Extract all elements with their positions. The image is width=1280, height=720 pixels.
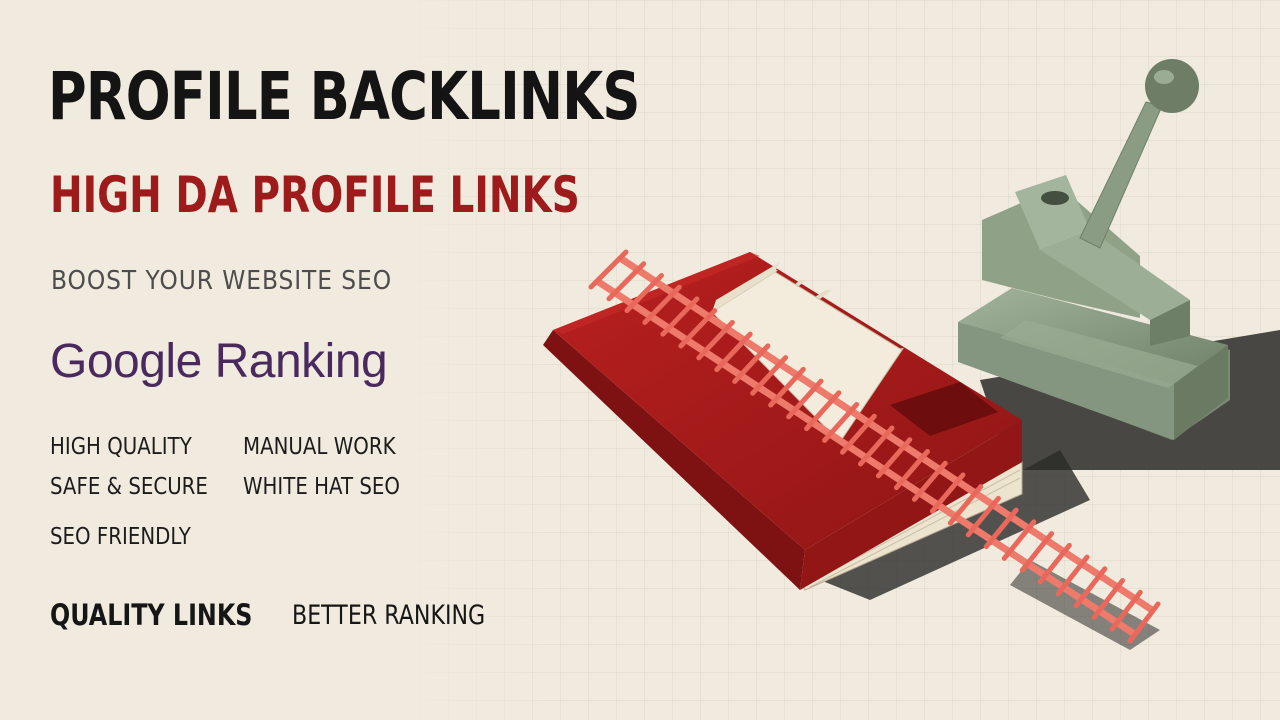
track-tie — [786, 378, 824, 420]
track-tie — [1127, 601, 1161, 644]
track-tie — [858, 425, 895, 467]
illustration — [543, 59, 1280, 650]
track-tie — [1001, 519, 1037, 561]
feature-manual-work: MANUAL WORK — [243, 434, 396, 460]
track-tie — [624, 272, 664, 314]
tagline: BOOST YOUR WEBSITE SEO — [51, 266, 393, 296]
track-tie — [1091, 578, 1126, 620]
track-tie — [965, 495, 1001, 538]
railway-track-icon — [588, 249, 1161, 644]
track-tie — [606, 261, 647, 302]
track-tie — [911, 460, 948, 502]
track-tie — [1037, 542, 1072, 585]
track-tie — [696, 319, 735, 361]
track-tie — [929, 472, 966, 514]
track-tie — [714, 331, 753, 373]
footer-better-ranking: BETTER RANKING — [292, 600, 486, 631]
index-cards-icon — [711, 262, 904, 443]
feature-high-quality: HIGH QUALITY — [50, 434, 192, 460]
track-tie — [750, 355, 789, 396]
track-tie — [678, 308, 718, 349]
google-ranking-text: Google Ranking — [50, 335, 388, 388]
track-tie — [804, 390, 842, 432]
track-tie — [660, 296, 700, 337]
track-tie — [893, 448, 930, 491]
footer-quality-links: QUALITY LINKS — [50, 598, 253, 632]
feature-safe-secure: SAFE & SECURE — [50, 474, 208, 500]
feature-white-hat-seo: WHITE HAT SEO — [243, 474, 401, 500]
track-tie — [840, 413, 877, 455]
track-tie — [642, 284, 682, 325]
left-panel-background — [0, 0, 560, 720]
page-title: PROFILE BACKLINKS — [48, 58, 640, 135]
track-tie — [1073, 566, 1108, 609]
track-tie — [732, 343, 771, 384]
track-tie — [1055, 554, 1090, 597]
track-tie — [875, 437, 913, 479]
stapler-press-icon — [958, 59, 1230, 440]
track-tie — [1019, 531, 1055, 573]
feature-seo-friendly: SEO FRIENDLY — [50, 524, 191, 550]
track-tie — [947, 484, 984, 526]
track-tie — [822, 402, 860, 443]
track-tie — [983, 507, 1019, 550]
track-tie — [1109, 589, 1143, 632]
page-subtitle: HIGH DA PROFILE LINKS — [50, 166, 580, 224]
track-tie — [768, 366, 806, 408]
track-tie — [588, 249, 629, 290]
